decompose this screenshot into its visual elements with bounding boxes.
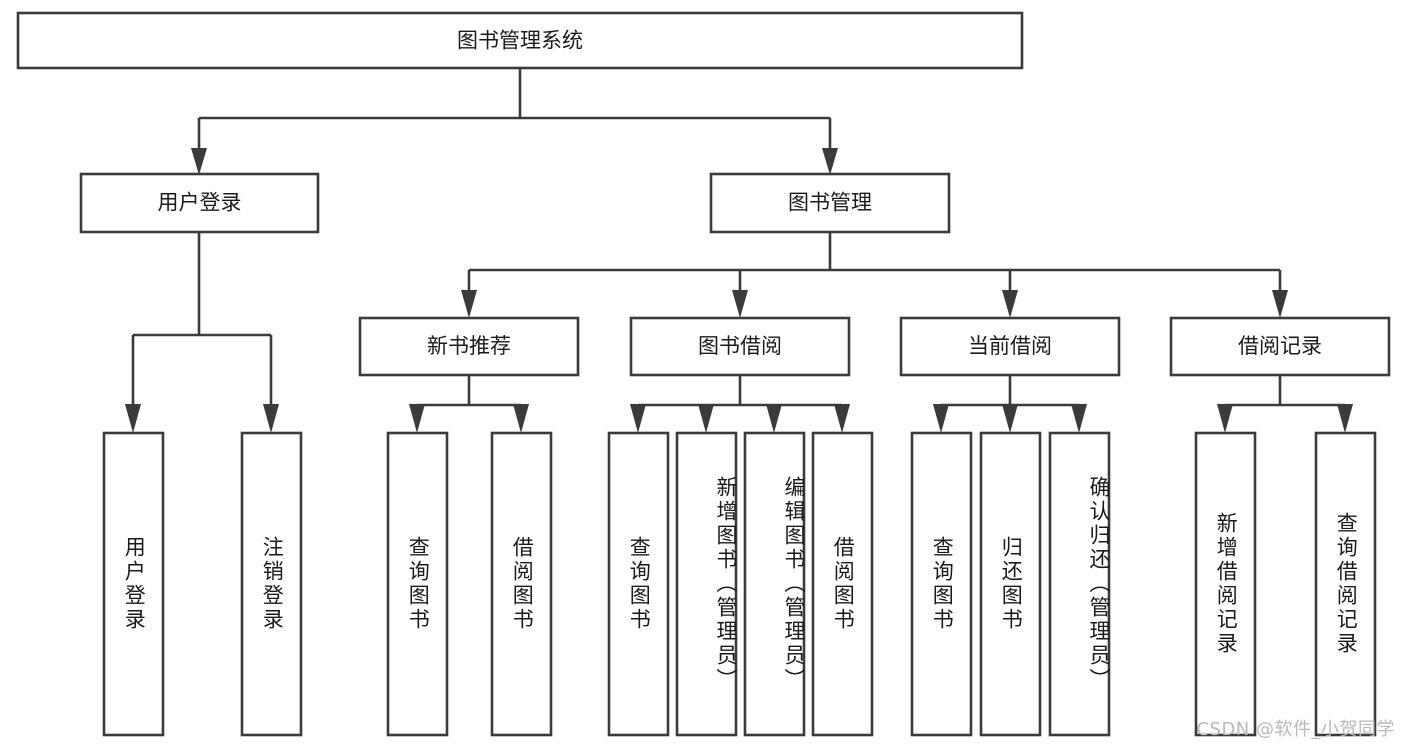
node-leaf-borrow-book-a[interactable]: [490, 431, 553, 737]
arrow-currentborrow-to-leaf2: [1002, 404, 1018, 433]
node-user-login[interactable]: [79, 172, 320, 234]
arrow-borrowrecord-to-leaf1: [1217, 404, 1233, 433]
label-book-manage: 图书管理: [788, 191, 872, 215]
arrow-currentborrow-to-leaf3: [1071, 404, 1087, 433]
arrow-userlogin-to-leaf2: [263, 404, 279, 433]
arrow-userlogin-to-leaf1: [125, 404, 141, 433]
arrow-bookmanage-to-l3-3: [1002, 290, 1018, 318]
connector-layer: [125, 68, 1353, 433]
label-root: 图书管理系统: [457, 29, 583, 53]
node-leaf-add-record[interactable]: [1194, 431, 1257, 737]
node-leaf-query-book-c[interactable]: [910, 431, 973, 737]
arrow-bookmanage-to-l3-2: [732, 290, 748, 318]
node-borrow-record[interactable]: [1169, 316, 1391, 377]
label-book-borrow: 图书借阅: [698, 334, 782, 358]
node-leaf-logout[interactable]: [240, 431, 303, 737]
node-leaf-query-book-a[interactable]: [386, 431, 449, 737]
arrow-bookborrow-to-leaf3: [766, 404, 782, 433]
arrow-bookborrow-to-leaf1: [630, 404, 646, 433]
node-leaf-add-book[interactable]: [675, 431, 738, 737]
arrow-bookborrow-to-leaf2: [698, 404, 714, 433]
node-layer: [16, 11, 1391, 737]
node-leaf-edit-book[interactable]: [743, 431, 806, 737]
label-user-login: 用户登录: [158, 191, 242, 215]
node-leaf-confirm-return[interactable]: [1048, 431, 1111, 737]
node-book-borrow[interactable]: [629, 316, 851, 377]
arrow-bookmanage-to-l3-1: [461, 290, 477, 318]
arrow-newbook-to-leaf2: [513, 404, 529, 433]
label-borrow-record: 借阅记录: [1238, 334, 1322, 358]
node-book-manage[interactable]: [709, 172, 951, 234]
node-root[interactable]: [16, 11, 1024, 70]
horizontal-label-layer: 图书管理系统 用户登录 图书管理 新书推荐 图书借阅 当前借阅 借阅记录: [158, 29, 1323, 359]
arrow-bookmanage-to-l3-4: [1272, 290, 1288, 318]
node-new-book-rec[interactable]: [358, 316, 580, 377]
arrow-currentborrow-to-leaf1: [933, 404, 949, 433]
csdn-watermark: CSDN @软件_小贺同学: [1196, 719, 1395, 740]
arrow-newbook-to-leaf1: [409, 404, 425, 433]
node-leaf-borrow-book-b[interactable]: [811, 431, 874, 737]
node-leaf-query-book-b[interactable]: [607, 431, 670, 737]
node-leaf-query-record[interactable]: [1314, 431, 1377, 737]
node-current-borrow[interactable]: [899, 316, 1121, 377]
arrow-root-to-user-login: [191, 148, 207, 175]
label-new-book-rec: 新书推荐: [427, 334, 511, 358]
arrow-bookborrow-to-leaf4: [834, 404, 850, 433]
node-leaf-user-login[interactable]: [102, 431, 165, 737]
node-leaf-return-book[interactable]: [979, 431, 1042, 737]
arrow-borrowrecord-to-leaf2: [1337, 404, 1353, 433]
arrow-root-to-book-manage: [822, 148, 838, 175]
label-current-borrow: 当前借阅: [968, 334, 1052, 358]
